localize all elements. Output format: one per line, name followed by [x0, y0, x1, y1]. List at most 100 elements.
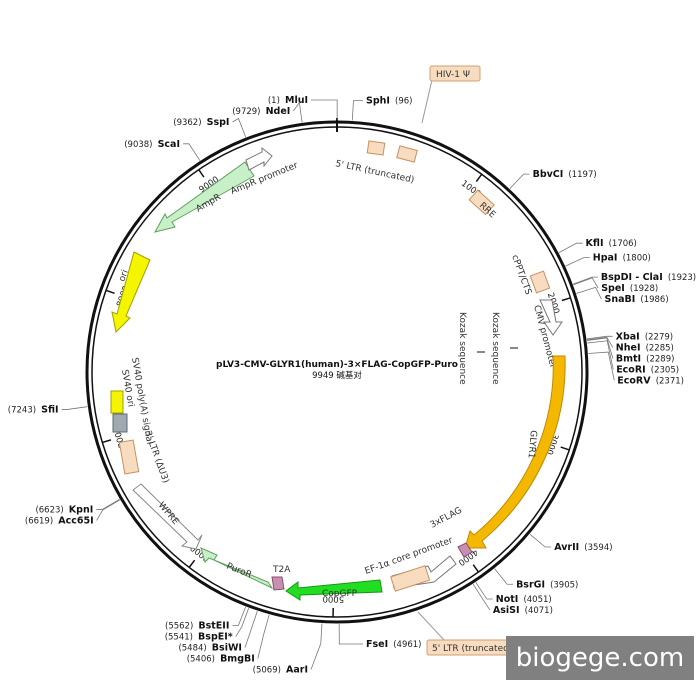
site-leader — [257, 614, 270, 659]
restriction-site[interactable]: (9038) ScaI — [124, 132, 180, 151]
site-leader — [61, 406, 88, 410]
site-name: EcoRV — [617, 375, 651, 386]
restriction-site[interactable]: (9362) SspI — [173, 110, 229, 129]
restriction-site[interactable]: AvrII (3594) — [554, 535, 612, 554]
restriction-site[interactable]: (5069) AarI — [253, 657, 308, 676]
restriction-site[interactable]: KflI (1706) — [586, 231, 637, 250]
restriction-site[interactable]: (1) MluI — [268, 88, 308, 107]
site-name: SpeI — [601, 283, 625, 294]
ticks-layer: 100020003000400050006000700080009000 — [102, 169, 571, 617]
tick-mark — [561, 297, 571, 302]
restriction-site[interactable]: (9729) NdeI — [232, 99, 290, 118]
site-position: (7243) — [8, 405, 36, 415]
restriction-site[interactable]: (7243) SfiI — [8, 397, 59, 416]
copgfp-arrow[interactable] — [285, 579, 383, 601]
site-position: (2289) — [646, 354, 674, 364]
site-name: FseI — [366, 639, 388, 650]
ltr5-box-a[interactable] — [366, 140, 386, 156]
ltr5-box-b[interactable] — [396, 145, 418, 163]
site-leader — [310, 623, 323, 670]
restriction-site[interactable]: BspDI - ClaI (1923) — [601, 265, 696, 284]
site-position: (2279) — [645, 332, 673, 342]
ltr5-label: 5' LTR (truncated) — [334, 159, 415, 185]
tick-label: 5000 — [322, 593, 344, 603]
restriction-site[interactable]: (5541) BspEI* — [165, 624, 233, 643]
site-position: (1800) — [623, 254, 651, 264]
restriction-site[interactable]: BbvCI (1197) — [533, 162, 597, 181]
restriction-site[interactable]: BmtI (2289) — [616, 346, 675, 365]
t2a-box[interactable] — [271, 576, 285, 591]
sv40-ori-box[interactable] — [112, 413, 128, 433]
site-name: EcoRI — [616, 364, 646, 375]
site-leader — [475, 582, 493, 600]
restriction-site[interactable]: EcoRV (2371) — [617, 368, 684, 387]
site-name: ScaI — [158, 139, 180, 150]
kozak-label-1: Kozak sequence — [457, 312, 467, 385]
kozak-label-2: Kozak sequence — [490, 312, 500, 385]
ltr5b-leader — [417, 611, 446, 642]
sv40-polya-box[interactable] — [110, 390, 124, 414]
restriction-site[interactable]: SpeI (1928) — [601, 276, 658, 295]
restriction-site[interactable]: EcoRI (2305) — [616, 357, 679, 376]
site-position: (5406) — [187, 654, 215, 664]
restriction-site[interactable]: (5484) BsiWI — [178, 635, 242, 654]
site-position: (2285) — [646, 343, 674, 353]
site-leader — [494, 568, 514, 585]
rre-box[interactable] — [468, 189, 495, 216]
puror-arrow[interactable] — [200, 547, 274, 590]
site-leader — [588, 351, 615, 381]
restriction-site[interactable]: HpaI (1800) — [593, 246, 651, 265]
site-name: NdeI — [266, 106, 291, 117]
t2a-label: T2A — [272, 565, 291, 575]
cppt-box[interactable] — [529, 270, 551, 294]
ori-label: ori — [117, 269, 130, 283]
tick-mark — [105, 289, 115, 295]
restriction-site[interactable]: NotI (4051) — [496, 587, 552, 606]
site-position: (6623) — [35, 505, 63, 515]
site-leader — [472, 583, 491, 611]
site-name: NheI — [616, 342, 641, 353]
restriction-site[interactable]: (5562) BstEII — [165, 613, 229, 632]
site-name: AvrII — [554, 542, 579, 553]
site-leader — [586, 336, 614, 348]
restriction-site[interactable]: XbaI (2279) — [616, 324, 673, 343]
site-leader — [183, 143, 201, 161]
restriction-site[interactable]: NheI (2285) — [616, 335, 674, 354]
restriction-site[interactable]: AsiSI (4071) — [493, 598, 553, 617]
flag-box[interactable] — [457, 542, 473, 558]
restriction-site[interactable]: FseI (4961) — [366, 632, 421, 651]
hiv-psi-box[interactable] — [429, 65, 481, 82]
site-position: (9038) — [124, 140, 152, 150]
plasmid-size: 9949 碱基对 — [312, 370, 362, 381]
site-leader — [573, 277, 599, 289]
wpre-arrow[interactable] — [132, 483, 203, 550]
restriction-site[interactable]: SphI (96) — [366, 88, 413, 107]
ampr-arrow[interactable] — [154, 161, 255, 233]
restriction-site[interactable]: (6623) KpnI — [35, 497, 93, 516]
restriction-site[interactable]: (6619) Acc65I — [25, 508, 94, 527]
ampr-promoter-arrow[interactable] — [245, 146, 273, 171]
site-position: (3905) — [550, 580, 578, 590]
ori-arrow[interactable] — [111, 251, 151, 334]
restriction-site[interactable]: BsrGI (3905) — [516, 572, 578, 591]
glyr1-arrow[interactable] — [464, 355, 566, 549]
glyr1-label: GLYR1 — [526, 430, 538, 459]
ltr3-box[interactable] — [118, 439, 140, 475]
site-name: XbaI — [616, 331, 640, 342]
site-position: (4071) — [525, 606, 553, 616]
site-name: SnaBI — [604, 294, 635, 305]
ltr5b-label: 5' LTR (truncated) — [432, 644, 512, 654]
ef1a-box[interactable] — [390, 565, 431, 592]
restriction-site[interactable]: SnaBI (1986) — [604, 287, 668, 306]
restriction-site[interactable]: (5406) BmgBI — [187, 646, 255, 665]
site-position: (5069) — [253, 665, 281, 675]
cmv-promoter-arrow[interactable] — [539, 299, 563, 336]
tick-mark — [475, 173, 483, 182]
site-position: (96) — [395, 96, 412, 106]
puror-label: PuroR — [225, 562, 253, 581]
site-leader — [351, 100, 363, 121]
site-name: SspI — [207, 117, 230, 128]
site-leader — [529, 533, 552, 548]
site-leader — [338, 623, 363, 645]
site-leader — [565, 257, 590, 267]
